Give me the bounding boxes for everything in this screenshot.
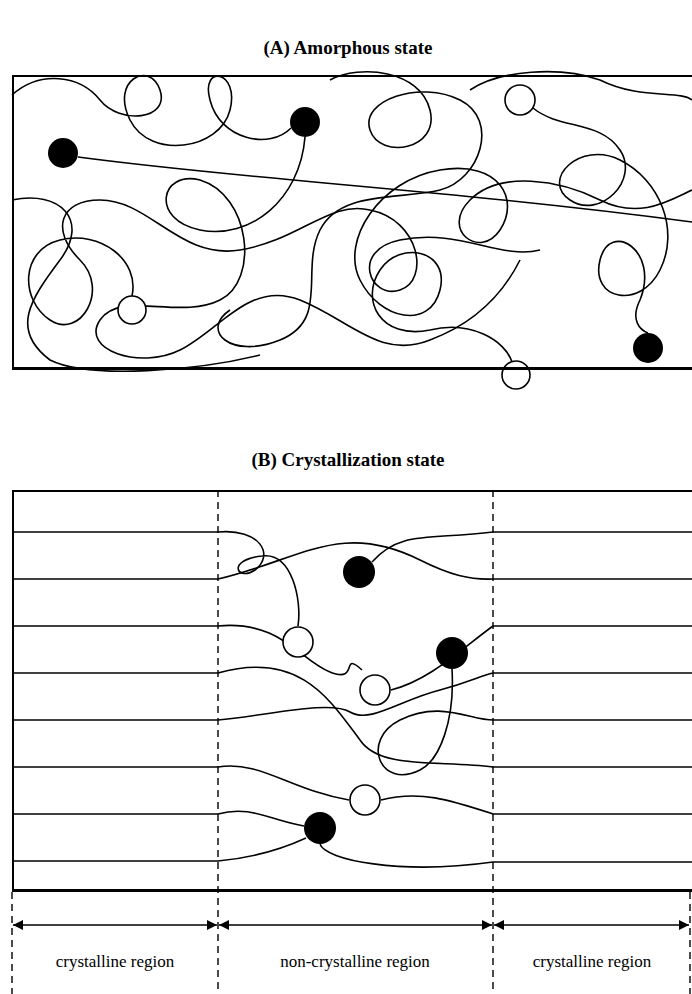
crystalline-chains bbox=[12, 532, 692, 862]
chain-ends-b bbox=[283, 556, 468, 844]
region-label: crystalline region bbox=[53, 952, 178, 972]
region-dividers bbox=[12, 490, 690, 994]
region-label: crystalline region bbox=[530, 952, 655, 972]
panel-box: (A) Amorphous state bbox=[12, 75, 692, 370]
panel-heading: (B) Crystallization state bbox=[251, 449, 444, 471]
chain-ends-a bbox=[48, 85, 663, 389]
region-label: non-crystalline region bbox=[277, 952, 433, 972]
panel-box: (B) Crystallization state bbox=[12, 490, 692, 892]
dimension-arrows bbox=[13, 924, 689, 926]
amorphous-chains bbox=[12, 72, 692, 371]
amorphous-segments bbox=[218, 532, 493, 867]
panel-heading: (A) Amorphous state bbox=[264, 37, 433, 59]
